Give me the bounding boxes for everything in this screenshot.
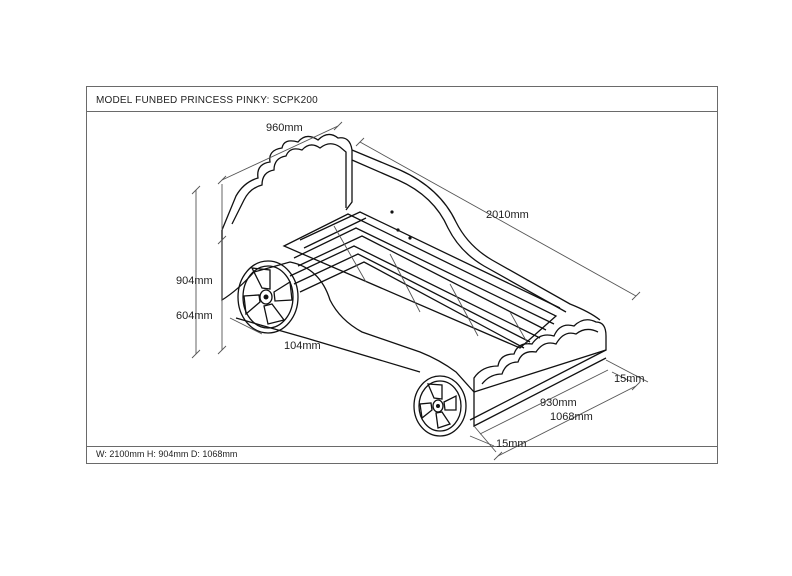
- dim-panel-thickness-bottom: 15mm: [496, 438, 527, 450]
- slat-support: [449, 283, 479, 337]
- footboard-inner: [481, 328, 599, 385]
- near-side-panel: [221, 230, 475, 393]
- headboard-inner-edge: [231, 143, 347, 225]
- far-side-rail: [351, 149, 601, 321]
- slat-support: [333, 225, 367, 283]
- dim-outer-width: 1068mm: [550, 411, 593, 423]
- dimension-lines: [191, 121, 649, 461]
- near-side-bottom: [235, 317, 421, 373]
- fixing-dot: [396, 228, 400, 232]
- slat: [297, 235, 547, 331]
- bed-illustration: [221, 133, 607, 428]
- slat-support: [509, 311, 529, 345]
- model-title: MODEL FUNBED PRINCESS PINKY: SCPK200: [96, 95, 318, 106]
- dim-inner-width: 930mm: [540, 397, 577, 409]
- drawing-frame: [86, 86, 718, 464]
- slat: [293, 227, 555, 325]
- dim-wheel-offset: 104mm: [284, 340, 321, 352]
- fixing-dot: [408, 236, 412, 240]
- front-wheel: [237, 260, 299, 334]
- headboard: [221, 133, 353, 231]
- footer-divider: [86, 446, 718, 447]
- slat: [293, 253, 531, 343]
- footboard: [473, 319, 607, 393]
- slat: [303, 217, 367, 249]
- dim-panel-thickness-right: 15mm: [614, 373, 645, 385]
- slats: [289, 211, 561, 349]
- dim-side-height: 604mm: [176, 310, 213, 322]
- slat: [289, 245, 541, 339]
- slat: [299, 261, 525, 349]
- dim-top-width: 960mm: [266, 122, 303, 134]
- overall-dimensions: W: 2100mm H: 904mm D: 1068mm: [96, 449, 238, 459]
- slat: [299, 211, 561, 309]
- rear-wheel: [413, 375, 467, 437]
- near-side-bottom-edge: [469, 349, 607, 421]
- slat-frame-outline: [282, 213, 558, 349]
- far-side-rail-inner: [351, 159, 567, 313]
- header-divider: [86, 111, 718, 112]
- dim-height: 904mm: [176, 275, 213, 287]
- slat-support: [389, 253, 421, 313]
- dim-length: 2010mm: [486, 209, 529, 221]
- fixing-dot: [390, 210, 394, 214]
